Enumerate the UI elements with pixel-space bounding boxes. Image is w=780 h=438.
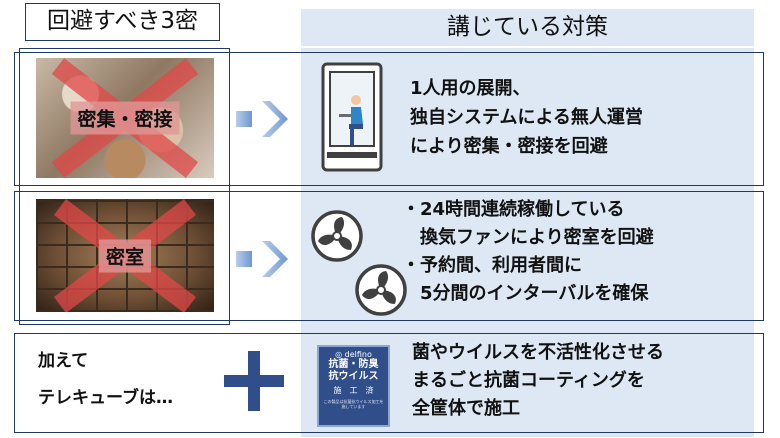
antibacterial-measure-text: 菌やウイルスを不活性化させる まるごと抗菌コーティングを 全筐体で施工 <box>412 339 757 423</box>
measure-line: 1人用の展開、 <box>410 78 531 99</box>
crowded-dining-photo: 密集・密接 <box>36 58 214 178</box>
chevron-right-arrow-icon <box>236 101 288 137</box>
measure-line: 5分間のインターバルを確保 <box>402 283 649 304</box>
measure-line: まるごと抗菌コーティングを <box>412 370 645 391</box>
crowding-measure-text: 1人用の展開、 独自システムによる無人運営 により密集・密接を回避 <box>410 74 750 161</box>
ventilation-fan-icon <box>311 210 363 262</box>
badge-line: 抗ウイルス <box>328 371 379 382</box>
additionally-lead-text: 加えて テレキューブは… <box>38 343 218 417</box>
lead-line: テレキューブは… <box>38 388 173 408</box>
risk-label-crowding: 密集・密接 <box>70 101 180 135</box>
measure-line: ・予約間、利用者間に <box>402 255 582 276</box>
row-antibacterial-frame <box>14 333 764 433</box>
left-column-header: 回避すべき3密 <box>25 3 220 41</box>
risk-column-frame <box>19 48 230 325</box>
measure-line: 菌やウイルスを不活性化させる <box>412 342 664 363</box>
measure-line: 全筐体で施工 <box>412 398 520 419</box>
badge-line: 抗菌・防臭 <box>328 359 379 370</box>
measure-line: により密集・密接を回避 <box>410 136 608 157</box>
phone-booth-person-icon <box>321 62 383 172</box>
ventilation-fan-icon <box>355 264 407 316</box>
plus-icon <box>224 351 284 411</box>
closed-room-photo: 密室 <box>36 199 214 312</box>
chevron-right-arrow-icon <box>236 241 288 277</box>
badge-subtitle: 施 工 済 <box>333 386 374 395</box>
lead-line: 加えて <box>38 351 89 371</box>
measure-line: 独自システムによる無人運営 <box>410 107 643 128</box>
measure-line: 換気ファンにより密室を回避 <box>402 227 654 248</box>
risk-label-closed-space: 密室 <box>98 239 152 272</box>
badge-fine-print: この製品は抗菌抗ウイルス加工を施しています <box>323 399 384 409</box>
row-closed-space-frame <box>14 191 764 321</box>
right-column-header: 講じている対策 <box>301 9 754 46</box>
badge-brand: ◎ delfino <box>335 350 372 359</box>
row-crowding-frame <box>14 52 764 186</box>
antibacterial-certification-badge: ◎ delfino 抗菌・防臭 抗ウイルス 施 工 済 この製品は抗菌抗ウイルス… <box>317 345 390 427</box>
measure-line: ・24時間連続稼働している <box>402 199 625 220</box>
closed-space-measure-text: ・24時間連続稼働している 換気ファンにより密室を回避 ・予約間、利用者間に 5… <box>402 196 752 308</box>
